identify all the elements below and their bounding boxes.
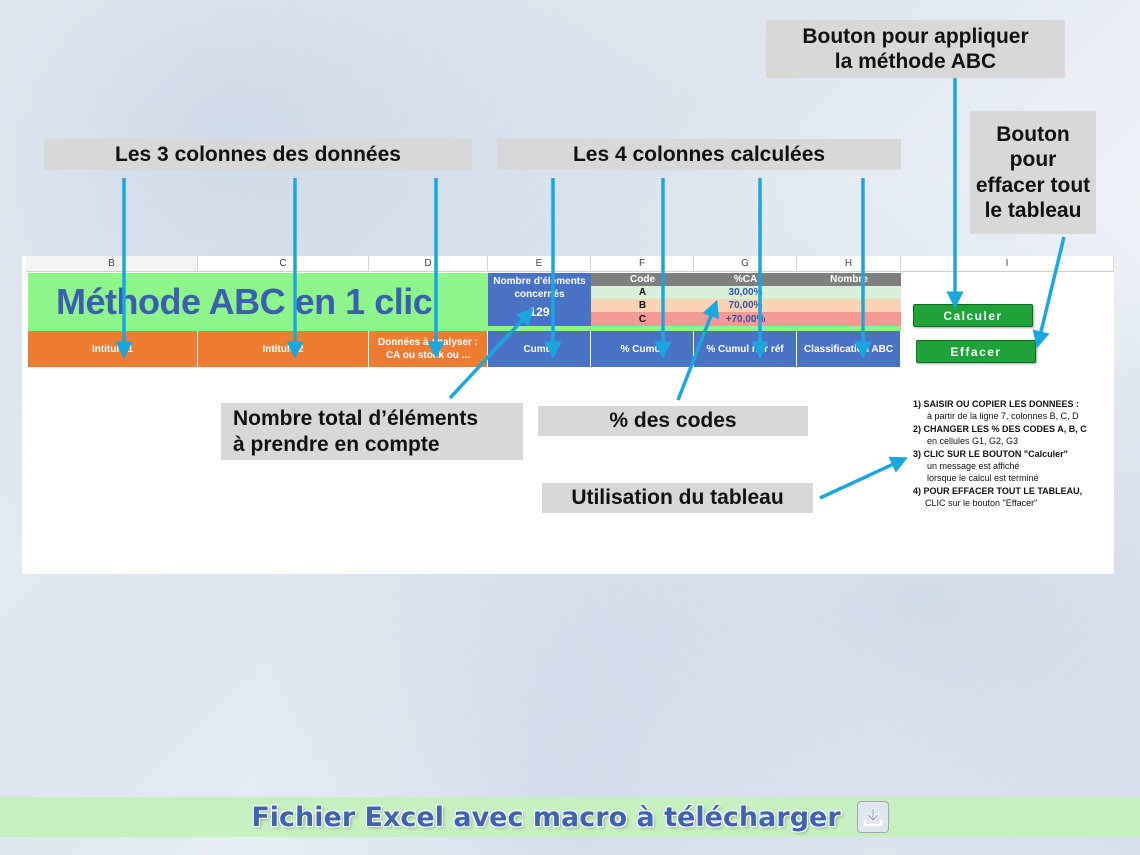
pct-b[interactable]: 70,00% xyxy=(694,299,797,312)
codes-percent-callout: % des codes xyxy=(538,406,808,436)
elements-label-1: Nombre d'éléments xyxy=(493,276,586,287)
download-icon[interactable] xyxy=(856,801,889,833)
instr-step-3: 3) CLIC SUR LE BOUTON "Calculer" xyxy=(913,448,1068,459)
total-elements-callout: Nombre total d’éléments à prendre en com… xyxy=(221,403,523,460)
instr-step-2: 2) CHANGER LES % DES CODES A, B, C xyxy=(913,423,1087,434)
column-header-c[interactable]: C xyxy=(198,256,369,272)
header-classification[interactable]: Classification ABC xyxy=(797,331,901,367)
column-header-f[interactable]: F xyxy=(591,256,694,272)
pct-c[interactable]: +70,00% xyxy=(694,312,797,326)
clear-button-callout: Bouton pour effacer tout le tableau xyxy=(970,111,1096,234)
header-intitule-2[interactable]: Intitulé 2 xyxy=(198,331,369,367)
column-header-e[interactable]: E xyxy=(488,256,591,272)
nombre-header: Nombre xyxy=(797,273,901,286)
instructions: 1) SAISIR OU COPIER LES DONNEES : à part… xyxy=(913,398,1087,510)
usage-label: Utilisation du tableau xyxy=(571,486,784,510)
code-b[interactable]: B xyxy=(591,299,694,312)
ca-header: %CA xyxy=(694,273,797,286)
clear-button-label-4: le tableau xyxy=(984,198,1082,222)
instr-step-3-detail-1: un message est affiché xyxy=(927,461,1020,472)
data-columns-callout: Les 3 colonnes des données xyxy=(44,139,472,170)
column-header-h[interactable]: H xyxy=(797,256,901,272)
nombre-a[interactable] xyxy=(797,286,901,299)
sheet-title: Méthode ABC en 1 clic xyxy=(56,281,433,322)
download-banner[interactable]: Fichier Excel avec macro à télécharger xyxy=(0,797,1140,837)
apply-button-callout: Bouton pour appliquer la méthode ABC xyxy=(766,20,1065,78)
codes-percent-label: % des codes xyxy=(609,409,737,433)
instr-step-1: 1) SAISIR OU COPIER LES DONNEES : xyxy=(913,399,1080,409)
header-pct-cumul[interactable]: % Cumul xyxy=(591,331,694,367)
instr-step-3-detail-2: lorsque le calcul est terminé xyxy=(927,473,1039,484)
instr-step-1-detail: à partir de la ligne 7, colonnes B, C, D xyxy=(927,411,1079,422)
total-elements-label-2: à prendre en compte xyxy=(233,432,440,456)
pct-a[interactable]: 30,00% xyxy=(694,286,797,299)
data-columns-label: Les 3 colonnes des données xyxy=(115,142,401,166)
elements-label-2: concernés xyxy=(514,289,565,300)
clear-button-label-1: Bouton xyxy=(996,123,1070,147)
total-elements-label-1: Nombre total d’éléments xyxy=(233,407,479,431)
usage-callout: Utilisation du tableau xyxy=(542,483,813,513)
column-header-b[interactable]: B xyxy=(26,256,198,272)
effacer-button[interactable]: Effacer xyxy=(916,340,1036,363)
download-text[interactable]: Fichier Excel avec macro à télécharger xyxy=(251,801,841,833)
header-intitule-1[interactable]: Intitulé 1 xyxy=(28,331,198,367)
sheet-title-cell[interactable]: Méthode ABC en 1 clic xyxy=(28,273,488,331)
calc-columns-label: Les 4 colonnes calculées xyxy=(572,142,826,166)
column-header-i[interactable]: I xyxy=(901,256,1114,272)
column-header-g[interactable]: G xyxy=(694,256,797,272)
header-pct-cumul-ref[interactable]: % Cumul nbr réf xyxy=(694,331,797,367)
elements-count: 129 xyxy=(529,305,550,319)
nombre-c[interactable] xyxy=(797,312,901,326)
calc-columns-callout: Les 4 colonnes calculées xyxy=(497,139,901,170)
instr-step-4-detail: CLIC sur le bouton "Effacer" xyxy=(925,498,1038,509)
nombre-b[interactable] xyxy=(797,299,901,312)
header-cumul[interactable]: Cumul xyxy=(488,331,591,367)
code-header: Code xyxy=(591,273,694,286)
code-a[interactable]: A xyxy=(591,286,694,299)
calculer-button[interactable]: Calculer xyxy=(913,304,1033,327)
clear-button-label-3: effacer tout xyxy=(975,173,1091,197)
instr-step-4: 4) POUR EFFACER TOUT LE TABLEAU, xyxy=(913,485,1083,496)
elements-count-cell[interactable]: Nombre d'éléments concernés 129 xyxy=(488,273,591,326)
code-c[interactable]: C xyxy=(591,312,694,326)
instr-step-2-detail: en cellules G1, G2, G3 xyxy=(927,436,1019,447)
apply-button-label-1: Bouton pour appliquer xyxy=(802,24,1029,48)
header-donnees[interactable]: Données à analyser : CA ou stock ou ... xyxy=(369,331,488,367)
apply-button-label-2: la méthode ABC xyxy=(834,50,997,73)
clear-button-label-2: pour xyxy=(1009,148,1057,172)
column-header-d[interactable]: D xyxy=(369,256,488,272)
